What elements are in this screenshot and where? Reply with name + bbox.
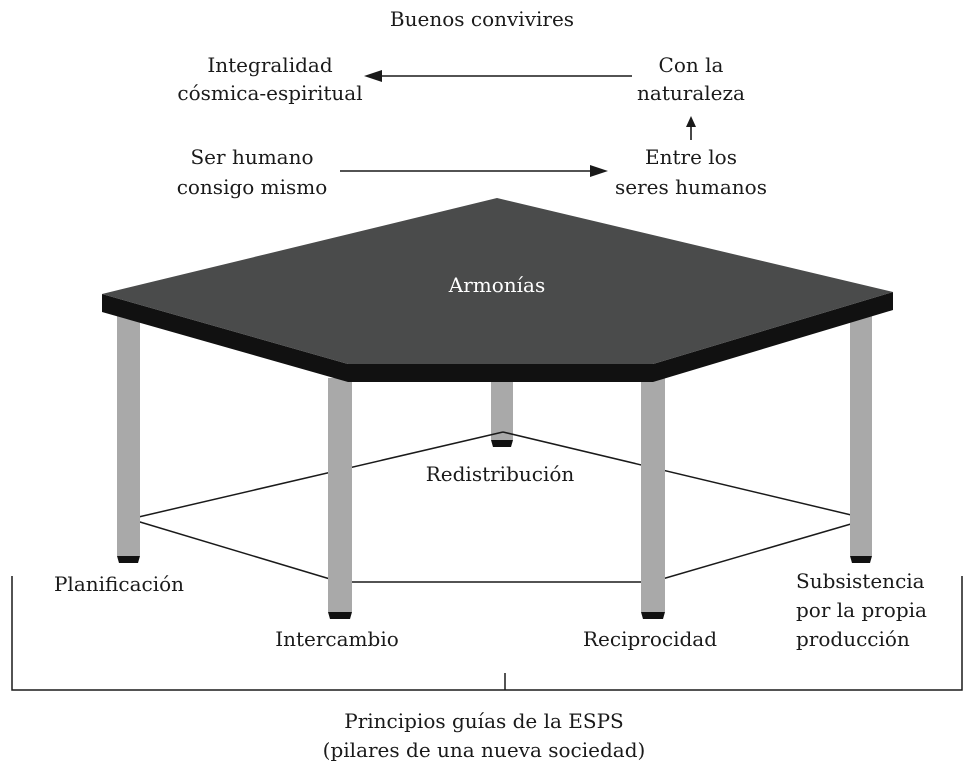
svg-text:Subsistencia: Subsistencia: [796, 569, 925, 593]
harmony-naturaleza: Con la naturaleza: [637, 53, 745, 105]
label-intercambio: Intercambio: [275, 627, 399, 651]
svg-text:Con la: Con la: [659, 53, 724, 77]
harmony-entre-seres: Entre los seres humanos: [615, 145, 767, 199]
table-leg-subsistencia: [850, 312, 872, 563]
svg-text:Ser humano: Ser humano: [190, 145, 313, 169]
svg-text:cósmica-espiritual: cósmica-espiritual: [177, 81, 362, 105]
tabletop: Armonías: [102, 198, 893, 382]
label-redistribucion: Redistribución: [426, 462, 575, 486]
arrow-entre-seres-to-naturaleza: [686, 116, 696, 140]
svg-text:por la propia: por la propia: [796, 598, 927, 622]
tabletop-front-edge: [102, 292, 893, 382]
svg-text:naturaleza: naturaleza: [637, 81, 745, 105]
table-leg-intercambio: [328, 378, 352, 619]
base-outline: [129, 431, 869, 583]
diagram-title: Buenos convivires: [390, 7, 574, 31]
svg-text:Integralidad: Integralidad: [207, 53, 332, 77]
svg-text:producción: producción: [796, 627, 910, 651]
tabletop-surface: [102, 198, 893, 364]
harmony-ser-humano: Ser humano consigo mismo: [177, 145, 328, 199]
tabletop-label: Armonías: [448, 273, 545, 297]
label-subsistencia: Subsistencia por la propia producción: [796, 569, 927, 651]
svg-text:Principios guías de la ESPS: Principios guías de la ESPS: [344, 709, 624, 733]
harmony-integralidad: Integralidad cósmica-espiritual: [177, 53, 362, 105]
footer-caption: Principios guías de la ESPS (pilares de …: [323, 709, 646, 762]
table-leg-redistribucion: [491, 372, 513, 447]
svg-text:(pilares de una nueva sociedad: (pilares de una nueva sociedad): [323, 738, 646, 762]
svg-text:seres humanos: seres humanos: [615, 175, 767, 199]
arrow-ser-humano-to-entre-seres: [340, 165, 608, 177]
arrow-naturaleza-to-integralidad: [364, 70, 632, 82]
svg-text:Entre los: Entre los: [645, 145, 737, 169]
svg-text:consigo mismo: consigo mismo: [177, 175, 328, 199]
principles-bracket: [11, 576, 963, 691]
label-reciprocidad: Reciprocidad: [583, 627, 717, 651]
table-leg-reciprocidad: [641, 378, 665, 619]
table-leg-planificacion: [117, 312, 140, 563]
label-planificacion: Planificación: [54, 572, 184, 596]
